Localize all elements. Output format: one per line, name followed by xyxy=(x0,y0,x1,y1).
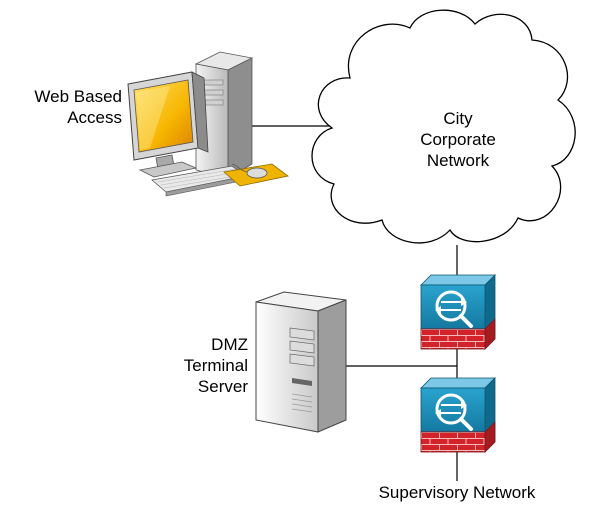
corporate-network-label-line2: Corporate xyxy=(420,130,496,149)
dmz-server-label-line2: Terminal xyxy=(183,356,248,375)
web-access-label-line1: Web Based xyxy=(34,87,122,106)
cloud-icon xyxy=(311,9,576,244)
dmz-server-label-line3: Server xyxy=(197,377,248,396)
supervisory-network-label: Supervisory Network xyxy=(378,483,536,502)
firewall-icon xyxy=(420,274,496,350)
corporate-network-label: City Corporate Network xyxy=(398,108,518,171)
desktop-computer-icon xyxy=(127,51,289,197)
corporate-network-label-line1: City xyxy=(443,109,473,128)
firewall-icon xyxy=(420,377,496,453)
dmz-server-label: DMZ Terminal Server xyxy=(150,334,248,397)
corporate-network-label-line3: Network xyxy=(426,151,490,170)
web-access-label-line2: Access xyxy=(67,108,122,127)
server-tower-icon xyxy=(255,291,347,433)
dmz-server-label-line1: DMZ xyxy=(211,335,248,354)
web-access-label: Web Based Access xyxy=(6,86,122,128)
